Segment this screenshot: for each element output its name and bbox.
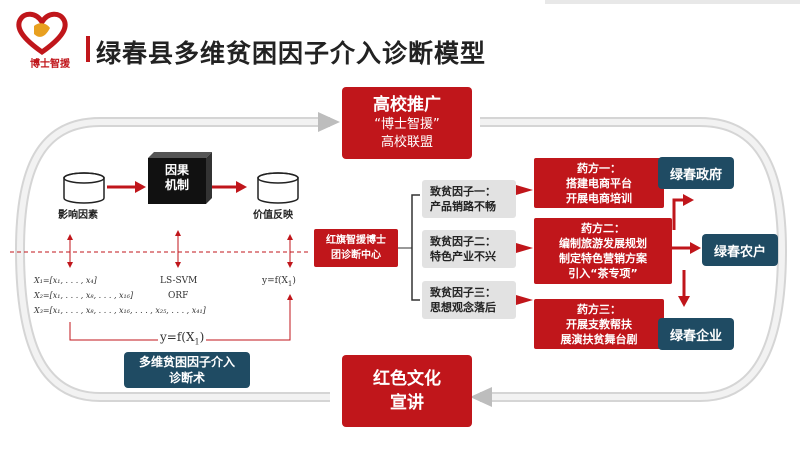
remedy-3-line2: 开展支教帮扶 xyxy=(566,317,632,331)
formula-3: X₃=[x₁, . . . , x₈, . . . , x₁₆, . . . ,… xyxy=(34,306,206,315)
university-promotion-line2: 高校联盟 xyxy=(380,135,433,150)
mechanism-line2: 机制 xyxy=(164,178,189,192)
diagnosis-caption-line1: 多维贫困因子介入 xyxy=(138,355,235,369)
y-formula-big-sub: 1 xyxy=(194,337,200,347)
formula-1: X₁=[x₁, . . . , x₄] xyxy=(34,276,97,285)
y-formula-small: y=f(X1) xyxy=(262,276,296,288)
page-title: 绿春县多维贫困因子介入诊断模型 xyxy=(96,39,487,68)
mechanism-label: 因果 机制 xyxy=(148,163,206,193)
y-formula-small-sub: 1 xyxy=(287,279,293,288)
remedy-1-line3: 开展电商培训 xyxy=(566,191,632,205)
method-orf: ORF xyxy=(168,291,189,301)
y-formula-small-close: ) xyxy=(292,276,296,286)
y-formula-big-main: y=f(X xyxy=(160,330,195,344)
output-label: 价值反映 xyxy=(253,210,293,221)
outcome-enterprises: 绿春企业 xyxy=(658,318,734,350)
diagnosis-center-line2: 团诊断中心 xyxy=(331,250,381,261)
remedy-1-line2: 搭建电商平台 xyxy=(566,176,632,190)
remedy-3: 药方三： 开展支教帮扶 展演扶贫舞台剧 xyxy=(534,299,664,349)
database-input-icon xyxy=(63,172,105,204)
poverty-factor-3: 致贫因子三： 思想观念落后 xyxy=(422,281,516,319)
remedy-2-line1: 药方二： xyxy=(581,222,625,235)
input-label: 影响因素 xyxy=(58,210,98,221)
red-culture-box: 红色文化 宣讲 xyxy=(342,355,472,427)
outcome-farmers: 绿春农户 xyxy=(702,234,778,266)
diagnosis-caption: 多维贫困因子介入 诊断术 xyxy=(124,352,250,388)
method-ls-svm: LS-SVM xyxy=(160,276,198,286)
top-right-bar xyxy=(545,0,800,4)
diagnosis-center-line1: 红旗智援博士 xyxy=(326,235,386,246)
university-promotion-line1: “博士智援” xyxy=(374,117,440,132)
logo-heart-icon xyxy=(16,11,68,56)
poverty-factor-2: 致贫因子二： 特色产业不兴 xyxy=(422,230,516,268)
diagnosis-caption-line2: 诊断术 xyxy=(168,371,205,385)
poverty-factor-1-line1: 致贫因子一： xyxy=(430,185,496,198)
poverty-factor-3-line2: 思想观念落后 xyxy=(430,301,496,314)
poverty-factor-2-line1: 致贫因子二： xyxy=(430,235,496,248)
red-culture-title: 红色文化 xyxy=(373,369,441,389)
y-formula-big: y=f(X1) xyxy=(158,330,207,347)
diagnosis-center-box: 红旗智援博士 团诊断中心 xyxy=(314,229,398,267)
formula-2: X₂=[x₁, . . . , x₈, . . . , x₁₆] xyxy=(34,291,134,300)
poverty-factor-2-line2: 特色产业不兴 xyxy=(430,250,496,263)
logo-text: 博士智援 xyxy=(30,59,70,70)
y-formula-big-close: ) xyxy=(199,330,205,344)
remedy-2-line4: 引入“茶专项” xyxy=(568,267,638,280)
poverty-factor-1: 致贫因子一： 产品销路不畅 xyxy=(422,180,516,218)
remedy-1-line1: 药方一： xyxy=(577,161,621,175)
mechanism-box-icon xyxy=(148,152,212,204)
title-accent xyxy=(86,36,90,62)
remedy-2: 药方二： 编制旅游发展规划 制定特色营销方案 引入“茶专项” xyxy=(534,218,672,284)
remedy-2-line2: 编制旅游发展规划 xyxy=(559,237,647,250)
y-formula-small-main: y=f(X xyxy=(262,276,288,286)
university-promotion-title: 高校推广 xyxy=(373,95,441,115)
red-culture-line2: 宣讲 xyxy=(390,393,424,413)
remedy-3-line1: 药方三： xyxy=(577,302,621,316)
poverty-factor-1-line2: 产品销路不畅 xyxy=(430,200,496,213)
mechanism-line1: 因果 xyxy=(164,163,189,177)
remedy-2-line3: 制定特色营销方案 xyxy=(559,252,647,265)
outcome-government: 绿春政府 xyxy=(658,157,734,189)
university-promotion-box: 高校推广 “博士智援” 高校联盟 xyxy=(342,87,472,159)
poverty-factor-3-line1: 致贫因子三： xyxy=(430,286,496,299)
database-output-icon xyxy=(257,172,299,204)
remedy-1: 药方一： 搭建电商平台 开展电商培训 xyxy=(534,158,664,208)
remedy-3-line3: 展演扶贫舞台剧 xyxy=(560,332,638,346)
